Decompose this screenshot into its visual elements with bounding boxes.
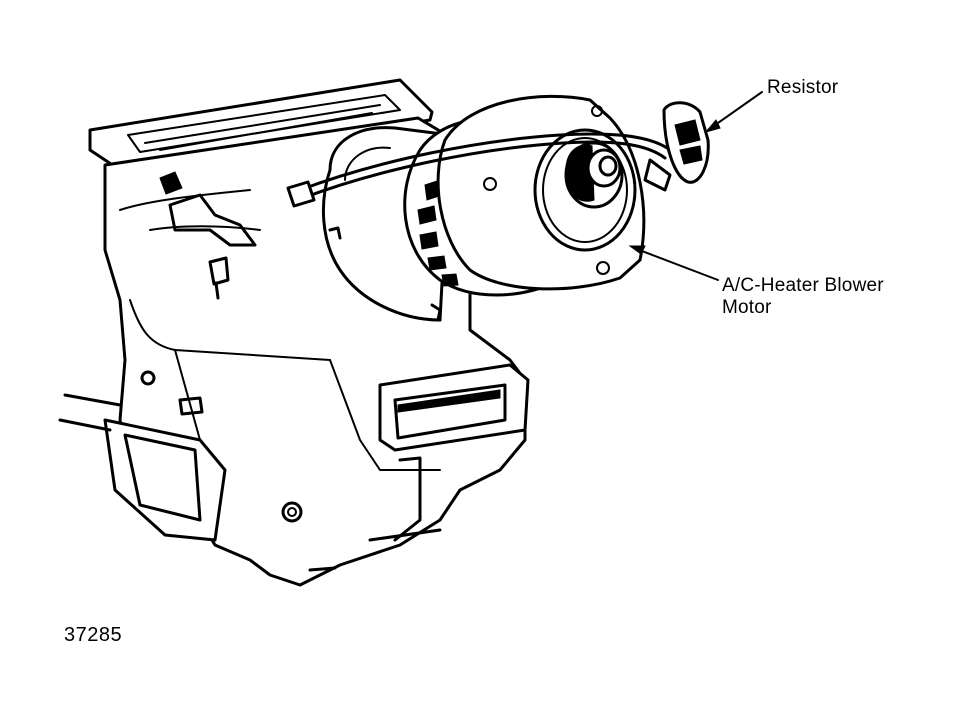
resistor xyxy=(662,101,710,184)
blower-motor-label-line-1: A/C-Heater Blower xyxy=(722,275,884,296)
blower-motor-label-line-2: Motor xyxy=(722,297,772,318)
resistor-leader-line xyxy=(704,91,763,133)
blower-motor xyxy=(533,128,637,252)
blower-motor-leader-line xyxy=(628,245,719,281)
figure-number: 37285 xyxy=(64,624,123,646)
resistor-label: Resistor xyxy=(767,77,839,98)
motor-wire-harness xyxy=(286,132,672,208)
